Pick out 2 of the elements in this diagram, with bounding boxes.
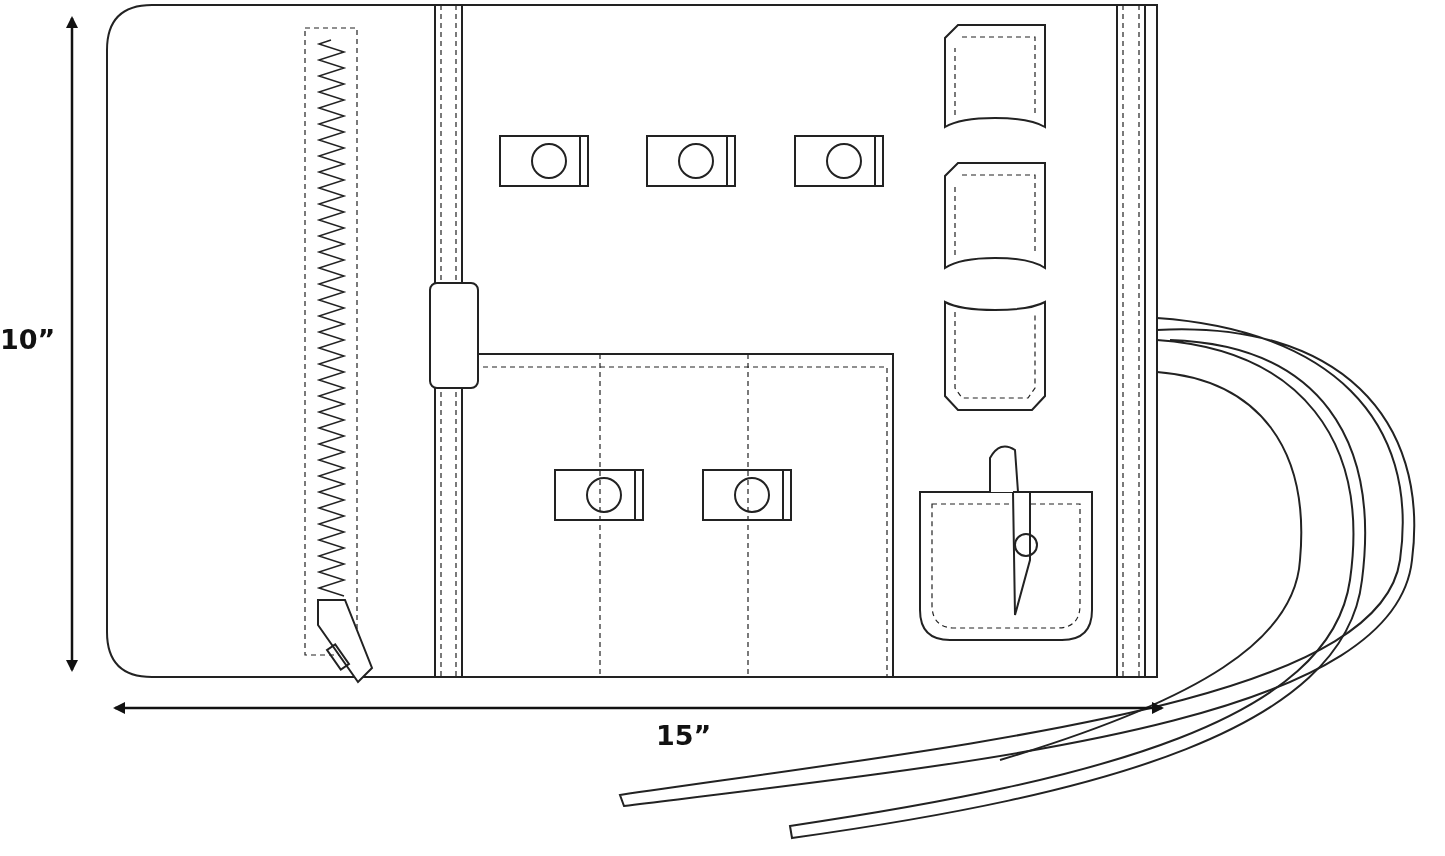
dimension-label: 10” — [0, 324, 56, 355]
dimension-label: 15” — [656, 720, 712, 751]
